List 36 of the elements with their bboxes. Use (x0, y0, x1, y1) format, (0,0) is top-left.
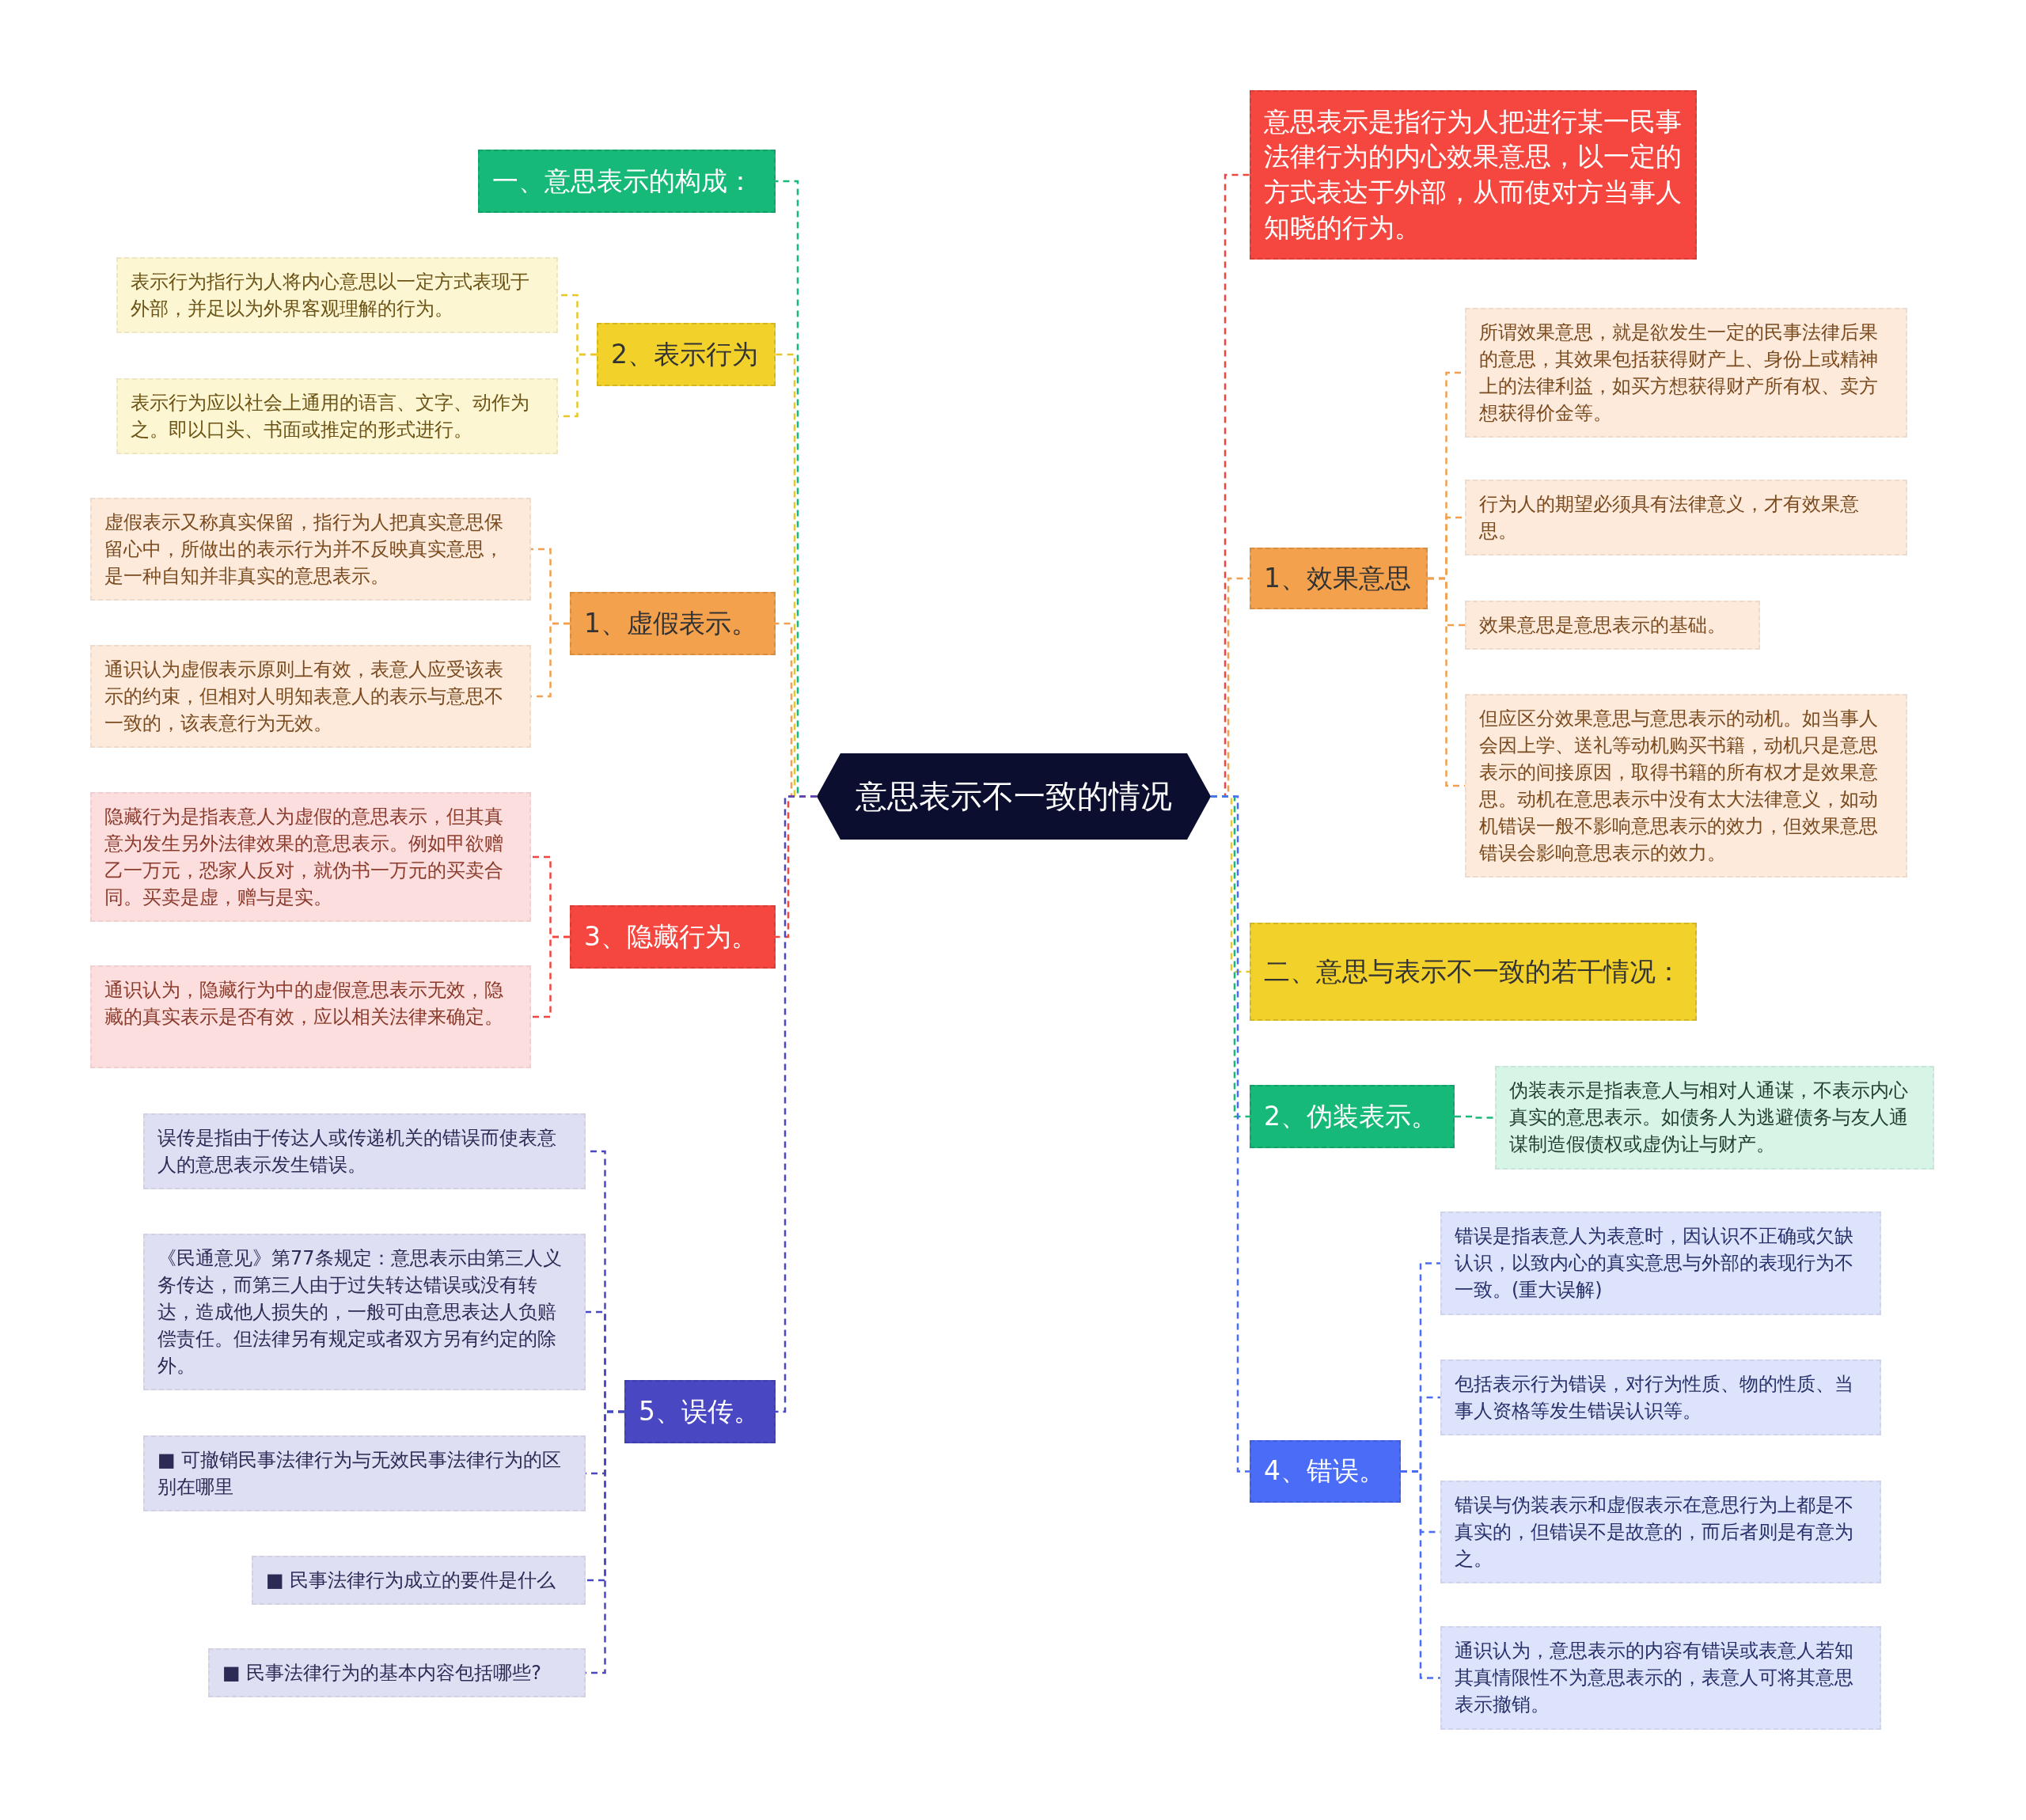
note-box: ■ 民事法律行为成立的要件是什么 (252, 1556, 586, 1606)
topic-box: 5、误传。 (624, 1380, 776, 1443)
note-box: 效果意思是意思表示的基础。 (1465, 601, 1760, 650)
central-topic-hexagon: 意思表示不一致的情况 (817, 753, 1211, 840)
note-box: 所谓效果意思，就是欲发生一定的民事法律后果的意思，其效果包括获得财产上、身份上或精神上的法律利益，如买方想获得财产所有权、卖方想获得价金等。 (1465, 308, 1907, 438)
note-box: ■ 民事法律行为的基本内容包括哪些? (208, 1648, 586, 1698)
topic-box: 意思表示是指行为人把进行某一民事法律行为的内心效果意思，以一定的方式表达于外部，从而使对方当事人知晓的行为。 (1250, 90, 1697, 260)
note-box: 但应区分效果意思与意思表示的动机。如当事人会因上学、送礼等动机购买书籍，动机只是意思表示的间接原因，取得书籍的所有权才是效果意思。动机在意思表示中没有太大法律意义，如动机错误一般不影响意思表示的效力，但效果意思错误会影响意思表示的效力。 (1465, 694, 1907, 878)
connector-line (776, 795, 817, 1413)
note-box: 包括表示行为错误，对行为性质、物的性质、当事人资格等发生错误认识等。 (1440, 1359, 1881, 1436)
note-box: 错误是指表意人为表意时，因认识不正确或欠缺认识，以致内心的真实意思与外部的表现行为不一致。(重大误解) (1440, 1211, 1881, 1315)
note-box: 行为人的期望必须具有法律意义，才有效果意思。 (1465, 480, 1907, 556)
topic-box: 1、效果意思 (1250, 548, 1428, 609)
note-box: ■ 可撤销民事法律行为与无效民事法律行为的区别在哪里 (143, 1435, 586, 1512)
note-box: 错误与伪装表示和虚假表示在意思行为上都是不真实的，但错误不是故意的，而后者则是有意为之。 (1440, 1481, 1881, 1584)
note-box: 表示行为指行为人将内心意思以一定方式表现于外部，并足以为外界客观理解的行为。 (116, 257, 558, 334)
note-box: 隐藏行为是指表意人为虚假的意思表示，但其真意为发生另外法律效果的意思表示。例如甲欲赠乙一万元，恐家人反对，就伪书一万元的买卖合同。买卖是虚，赠与是实。 (90, 792, 531, 923)
note-box: 表示行为应以社会上通用的语言、文字、动作为之。即以口头、书面或推定的形式进行。 (116, 378, 558, 455)
note-box: 《民通意见》第77条规定：意思表示由第三人义务传达，而第三人由于过失转达错误或没有转达，造成他人损失的，一般可由意思表达人负赔偿责任。但法律另有规定或者双方另有约定的除外。 (143, 1234, 586, 1391)
note-box: 通识认为，意思表示的内容有错误或表意人若知其真情限性不为意思表示的，表意人可将其意思表示撤销。 (1440, 1626, 1881, 1730)
note-box: 误传是指由于传达人或传递机关的错误而使表意人的意思表示发生错误。 (143, 1113, 586, 1190)
note-box: 通识认为，隐藏行为中的虚假意思表示无效，隐藏的真实表示是否有效，应以相关法律来确定。 (90, 965, 531, 1068)
topic-box: 2、伪装表示。 (1250, 1085, 1455, 1148)
connector-line (1401, 1470, 1440, 1679)
note-box: 通识认为虚假表示原则上有效，表意人应受该表示的约束，但相对人明知表意人的表示与意思不一致的，该表意行为无效。 (90, 645, 531, 749)
topic-box: 3、隐藏行为。 (570, 905, 776, 969)
note-box: 虚假表示又称真实保留，指行为人把真实意思保留心中，所做出的表示行为并不反映真实意思，是一种自知并非真实的意思表示。 (90, 498, 531, 601)
topic-box: 4、错误。 (1250, 1440, 1401, 1503)
topic-box: 一、意思表示的构成： (478, 150, 776, 213)
note-box: 伪装表示是指表意人与相对人通谋，不表示内心真实的意思表示。如债务人为逃避债务与友人通谋制造假债权或虚伪让与财产。 (1495, 1066, 1934, 1170)
topic-box: 1、虚假表示。 (570, 592, 776, 655)
connector-line (531, 935, 570, 1018)
topic-box: 2、表示行为 (597, 323, 776, 386)
connector-line (1211, 795, 1250, 1473)
topic-box: 二、意思与表示不一致的若干情况： (1250, 923, 1697, 1021)
connector-line (1455, 1115, 1495, 1119)
